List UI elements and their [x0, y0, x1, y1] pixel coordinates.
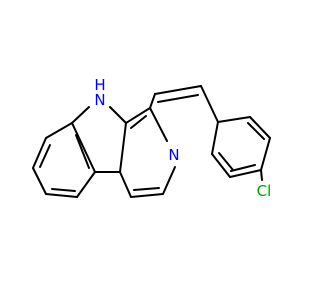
bond — [125, 107, 151, 124]
bond-double-inner — [230, 164, 256, 172]
bond — [32, 167, 47, 195]
bond — [119, 171, 132, 198]
bond — [217, 116, 251, 123]
bond — [154, 85, 202, 95]
bond — [76, 171, 96, 198]
bond — [71, 106, 90, 124]
bond — [71, 122, 96, 173]
structure-drawing: H N N Cl — [0, 0, 300, 300]
bond-double-inner — [39, 144, 51, 168]
bond — [260, 137, 271, 171]
pyridine-nitrogen-label: N — [168, 146, 179, 164]
nh-nitrogen-label: N — [94, 91, 105, 109]
bond-double-inner — [157, 94, 199, 103]
bond — [119, 122, 127, 173]
bond — [249, 116, 271, 139]
bond — [149, 107, 168, 142]
bond — [45, 122, 73, 139]
chlorine-label: Cl — [257, 182, 272, 200]
bond — [211, 153, 231, 178]
bond — [229, 169, 262, 178]
bond-double-inner — [51, 188, 76, 192]
bond-double-inner — [133, 187, 160, 191]
bond-double-inner — [75, 134, 90, 169]
bond — [149, 93, 156, 109]
bond — [32, 137, 47, 169]
canvas-background — [0, 0, 300, 300]
nh-hydrogen-label: H — [94, 76, 105, 94]
bond-double-inner — [247, 122, 265, 140]
bond — [109, 106, 127, 124]
bond — [162, 166, 176, 195]
bond — [200, 85, 219, 123]
bond-double-inner — [218, 152, 234, 171]
bond — [45, 193, 78, 198]
bond — [130, 193, 164, 198]
bond — [211, 121, 219, 155]
atom-labels: H N N Cl — [94, 76, 271, 200]
bond-double-inner — [130, 115, 147, 129]
bond — [260, 169, 263, 181]
bonds — [32, 85, 271, 198]
